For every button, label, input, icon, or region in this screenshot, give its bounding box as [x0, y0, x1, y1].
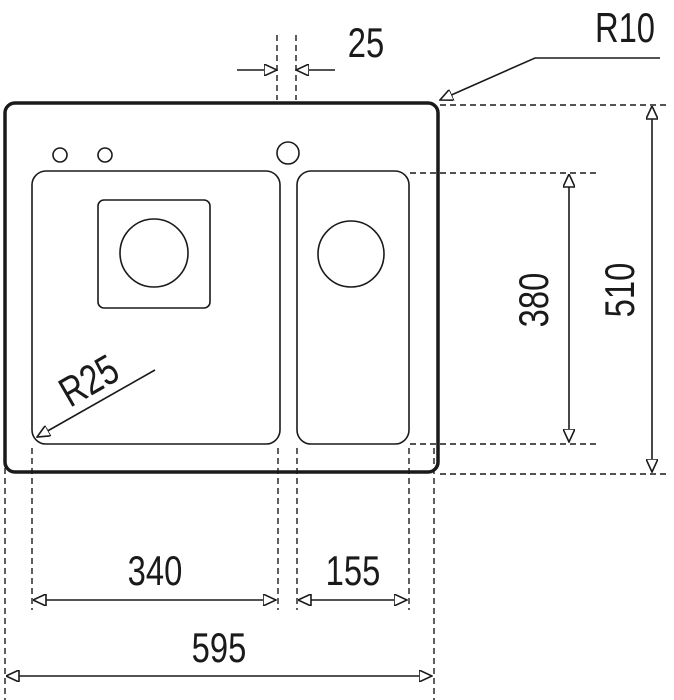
dim-large-bowl-label: 340 — [128, 547, 183, 594]
dim-r25-label: R25 — [51, 345, 126, 416]
sink-outline — [3, 101, 440, 474]
dim-overall-width-label: 595 — [192, 624, 247, 671]
tap-hole-2 — [97, 147, 113, 163]
dim-depth-label: 510 — [596, 263, 643, 318]
large-bowl — [31, 170, 281, 445]
dim-gap-label: 25 — [348, 19, 384, 66]
tap-hole-1 — [52, 147, 68, 163]
dim-bowl-depth-label: 380 — [510, 273, 557, 328]
small-bowl — [296, 170, 410, 445]
drain-large-bowl — [119, 218, 189, 288]
dim-small-bowl-label: 155 — [326, 547, 381, 594]
r25-leader — [37, 369, 156, 437]
overflow-hole — [276, 141, 300, 165]
r10-leader — [440, 57, 660, 100]
drain-plate — [97, 199, 211, 309]
dim-r10-label: R10 — [595, 4, 655, 51]
drain-small-bowl — [317, 220, 385, 288]
